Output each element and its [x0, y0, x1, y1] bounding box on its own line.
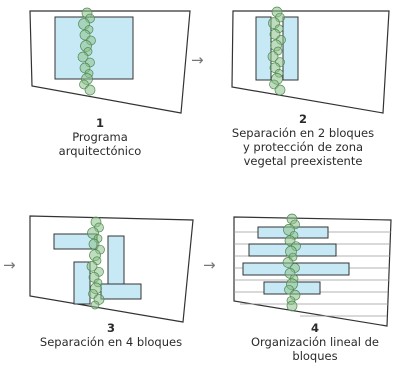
caption-line: y protección de zona [242, 140, 364, 154]
tree-cluster [267, 6, 286, 96]
tree-icon [274, 84, 286, 96]
tree-icon [86, 260, 98, 272]
tree-cluster [77, 7, 96, 96]
tree-icon [90, 300, 100, 310]
panel-number: 2 [298, 112, 307, 126]
block-2 [107, 235, 125, 287]
caption-panel-2: 2 Separación en 2 bloques y protección d… [222, 112, 384, 168]
tree-cluster [86, 216, 105, 310]
panel-number: 4 [310, 321, 319, 335]
panel-number: 1 [95, 116, 104, 130]
caption-line: vegetal preexistente [243, 154, 363, 168]
block-3 [73, 261, 91, 305]
panel-4-drawing [233, 213, 392, 327]
tree-icon [286, 300, 298, 312]
arrow-right-icon: → [3, 256, 16, 274]
tree-icon [84, 84, 96, 96]
arrow-right-icon: → [191, 51, 204, 69]
caption-panel-1: 1 Programa arquitectónico [45, 116, 155, 158]
tree-cluster [282, 213, 301, 312]
block-left [255, 16, 272, 81]
caption-line: Separación en 4 bloques [39, 335, 183, 349]
tree-icon [282, 257, 294, 268]
tree-icon [267, 51, 279, 62]
block-4 [100, 283, 142, 300]
panel-3-drawing [29, 215, 194, 323]
caption-line: arquitectónico [58, 144, 142, 158]
caption-line: Organización lineal de [250, 335, 380, 349]
panel-1-drawing [29, 7, 191, 114]
tree-icon [77, 51, 89, 63]
caption-line: Programa [72, 130, 128, 144]
caption-line: bloques [292, 349, 338, 363]
arrow-right-icon: → [203, 256, 216, 274]
caption-panel-3: 3 Separación en 4 bloques [30, 321, 192, 349]
caption-panel-4: 4 Organización lineal de bloques [240, 321, 390, 363]
program-block [54, 16, 134, 80]
panel-2-drawing [231, 6, 390, 114]
caption-line: Separación en 2 bloques [231, 126, 375, 140]
block-right [282, 16, 299, 81]
panel-number: 3 [106, 321, 115, 335]
